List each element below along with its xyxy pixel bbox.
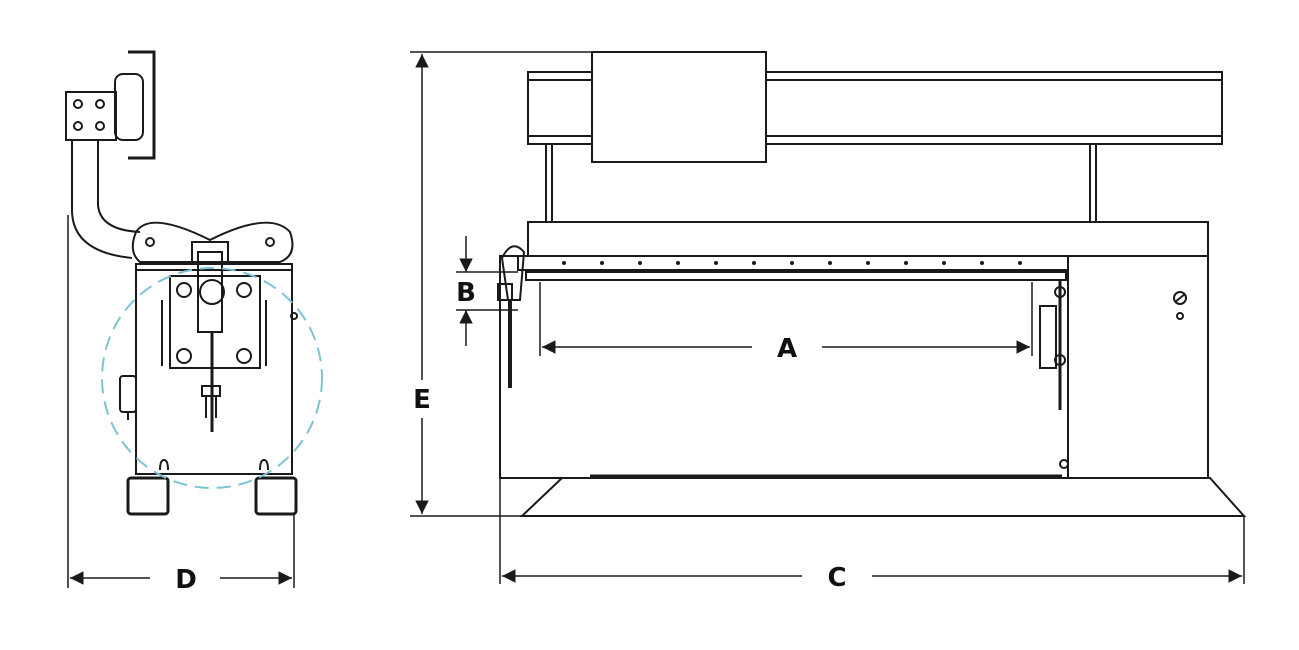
saddle-bracket xyxy=(131,221,294,263)
side-view xyxy=(65,50,298,588)
side-cabinet xyxy=(135,263,293,475)
front-cabinet xyxy=(499,255,1209,479)
wall-bracket xyxy=(128,50,156,160)
mandrel xyxy=(525,271,1067,281)
control-box xyxy=(114,73,144,141)
dimension-d-label: D xyxy=(175,565,197,595)
control-panel xyxy=(65,91,117,141)
clamp-plate xyxy=(169,275,261,369)
cable-hose xyxy=(71,140,133,259)
dimension-c-label: C xyxy=(827,563,846,593)
torch-mount xyxy=(197,251,223,333)
dimension-b-label: B xyxy=(456,278,476,308)
dimension-a-label: A xyxy=(777,334,797,364)
control-knob-icon xyxy=(1173,291,1187,305)
regulator xyxy=(119,375,137,413)
foot-right xyxy=(254,476,298,516)
carriage-block xyxy=(591,51,767,163)
cable-hose-inner xyxy=(97,140,141,233)
clamp-bolts xyxy=(562,261,1022,265)
front-view xyxy=(410,51,1247,584)
top-beam xyxy=(527,71,1223,145)
left-end-arm xyxy=(500,245,526,301)
main-beam xyxy=(527,221,1209,257)
base-plinth xyxy=(519,477,1247,517)
detail-highlight-circle xyxy=(101,267,323,489)
dimension-e-label: E xyxy=(413,385,431,415)
foot-left xyxy=(126,476,170,516)
